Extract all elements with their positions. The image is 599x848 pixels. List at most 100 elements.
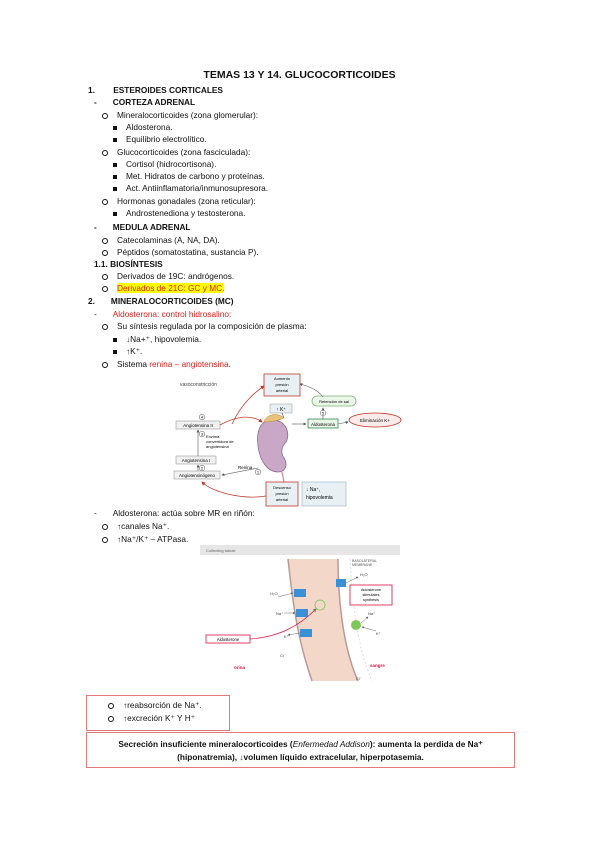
reabsorcion-box <box>86 695 230 731</box>
aldo-control-item: -Aldosterona: control hidrosalino: <box>94 309 232 319</box>
page-title: TEMAS 13 Y 14. GLUCOCORTICOIDES <box>203 69 396 81</box>
svg-text:presión: presión <box>275 491 288 496</box>
addison-line-2: (hiponatremia), ↓volumen líquido extrace… <box>177 752 424 762</box>
section-2-heading: 2.MINERALOCORTICOIDES (MC) <box>88 296 234 306</box>
list-item: Cortisol (hidrocortisona). <box>113 159 216 170</box>
list-item: ↑Na⁺/K⁺ – ATPasa. <box>102 534 188 545</box>
svg-text:Na⁺: Na⁺ <box>276 611 283 616</box>
vasoconstriccion-label: vasoconstricción <box>180 382 217 388</box>
na-k-pump <box>351 620 361 630</box>
arrow <box>337 420 349 425</box>
svg-text:H₂O: H₂O <box>270 591 278 596</box>
list-item: ↓Na+⁺, hipovolemia. <box>113 334 201 345</box>
svg-text:Eliminación K+: Eliminación K+ <box>360 418 390 423</box>
gluco-label: Glucocorticoides (zona fasciculada): <box>117 147 251 157</box>
sistema-item: Sistema renina – angiotensina. <box>102 359 231 370</box>
retencion-pill <box>311 395 357 407</box>
aldo-actua-item: -Aldosterona: actúa sobre MR en riñón: <box>94 508 255 518</box>
list-item: Aldosterona. <box>113 122 173 133</box>
mineralo-label: Mineralocorticoides (zona glomerular): <box>117 110 259 120</box>
addison-italic: Enfermedad Addison <box>292 739 370 749</box>
addison-box: Secreción insuficiente mineralocorticoid… <box>86 732 515 768</box>
eliminacion-ellipse <box>348 412 402 428</box>
list-item: Derivados de 19C: andrógenos. <box>102 271 234 282</box>
angiotensina-i-box <box>175 455 217 465</box>
list-item: Catecolaminas (A, NA, DA). <box>102 235 220 246</box>
renin-angiotensin-diagram: vasoconstricción Aumento presión arteria… <box>172 372 404 510</box>
aldo-control-label: Aldosterona: control hidrosalino: <box>112 309 232 319</box>
highlighted-text: Derivados de 21C: GC y MC. <box>117 283 225 293</box>
svg-text:Descenso: Descenso <box>273 485 292 490</box>
addison-line-1: Secreción insuficiente mineralocorticoid… <box>118 739 483 749</box>
na-hipovolemia-box <box>301 481 347 507</box>
svg-text:convertidora de: convertidora de <box>206 439 234 444</box>
gluco-item: Glucocorticoides (zona fasciculada): <box>102 147 250 158</box>
angiotensinogeno-box <box>173 470 221 480</box>
svg-text:Aldosterone: Aldosterone <box>361 588 381 592</box>
svg-text:K⁺: K⁺ <box>376 631 381 636</box>
svg-text:arterial: arterial <box>276 388 288 393</box>
svg-text:↓ Na⁺,: ↓ Na⁺, <box>306 487 320 493</box>
svg-text:2: 2 <box>201 466 204 471</box>
diagram-header-bar <box>200 545 400 555</box>
arrow <box>201 481 267 498</box>
aldosterone-stimulates-box <box>349 584 393 606</box>
svg-text:Aumento: Aumento <box>274 376 291 381</box>
list-item: ↑excreción K⁺ Y H⁺ <box>108 713 195 724</box>
list-item: Androstenediona y testosterona. <box>113 208 245 219</box>
svg-text:MEMBRANE: MEMBRANE <box>352 563 373 567</box>
corteza-heading: -CORTEZA ADRENAL <box>94 97 196 107</box>
collecting-tubule-diagram: Collecting tubule BASOLATERAL MEMBRANE A… <box>200 545 400 685</box>
svg-text:H₂O: H₂O <box>360 572 368 577</box>
svg-text:↑ K⁺: ↑ K⁺ <box>276 407 286 413</box>
list-item: Péptidos (somatostatina, sustancia P). <box>102 247 259 258</box>
svg-text:3: 3 <box>201 432 204 437</box>
sodium-channel <box>296 609 308 617</box>
svg-text:arterial: arterial <box>276 497 288 502</box>
section-1-1-heading: 1.1. BIOSÍNTESIS <box>94 259 163 269</box>
svg-text:Angiotensina I: Angiotensina I <box>182 458 211 463</box>
aldo-actua-label: Aldosterona: actúa sobre MR en riñón: <box>112 508 255 518</box>
arrow <box>281 412 285 419</box>
basolateral-channel <box>336 579 346 587</box>
descenso-box <box>265 481 299 507</box>
arrow <box>299 383 324 398</box>
list-item: ↑reabsorción de Na⁺. <box>108 700 202 711</box>
apical-membrane <box>287 558 313 682</box>
mineralo-item: Mineralocorticoides (zona glomerular): <box>102 110 258 121</box>
arrow <box>219 416 263 426</box>
list-item: Derivados de 21C: GC y MC. <box>102 283 225 294</box>
gonadales-item: Hormonas gonadales (zona reticular): <box>102 196 256 207</box>
medula-heading: -MEDULA ADRENAL <box>94 222 191 232</box>
svg-text:Cl⁻: Cl⁻ <box>356 676 362 681</box>
svg-text:1: 1 <box>257 470 260 475</box>
svg-text:Renina: Renina <box>238 465 253 470</box>
section-1-heading: 1. ESTEROIDES CORTICALES <box>88 85 223 96</box>
svg-text:5: 5 <box>322 411 325 416</box>
svg-text:Aldosterona: Aldosterona <box>311 422 336 427</box>
list-item: ↑canales Na⁺. <box>102 521 169 532</box>
arrow <box>221 467 259 477</box>
corteza-label: CORTEZA ADRENAL <box>112 97 196 107</box>
svg-text:synthesis: synthesis <box>363 598 379 602</box>
orina-label: orina <box>234 665 245 670</box>
receptor-icon <box>314 599 326 611</box>
sintesis-item: Su síntesis regulada por la composición … <box>102 321 307 332</box>
sangre-label: sangre <box>370 663 385 668</box>
svg-text:K⁺: K⁺ <box>284 634 289 639</box>
svg-text:angiotensina: angiotensina <box>206 444 229 449</box>
svg-text:hipovolemia: hipovolemia <box>306 495 333 501</box>
svg-text:Angiotensinógeno: Angiotensinógeno <box>179 473 216 478</box>
basolateral-membrane <box>337 558 359 682</box>
medula-label: MEDULA ADRENAL <box>112 222 191 232</box>
gonadales-label: Hormonas gonadales (zona reticular): <box>117 196 256 206</box>
list-item: Equilibrio electrolítico. <box>113 134 207 145</box>
section-1-number: 1. <box>88 85 95 95</box>
svg-text:Cl⁻: Cl⁻ <box>280 653 286 658</box>
svg-text:BASOLATERAL: BASOLATERAL <box>352 559 377 563</box>
list-item: Act. Antiinflamatoria/inmunosupresora. <box>113 183 268 194</box>
uk-box <box>269 403 293 414</box>
arrow <box>249 608 317 640</box>
svg-text:Na⁺: Na⁺ <box>368 611 375 616</box>
section-1-title: ESTEROIDES CORTICALES <box>113 85 223 95</box>
